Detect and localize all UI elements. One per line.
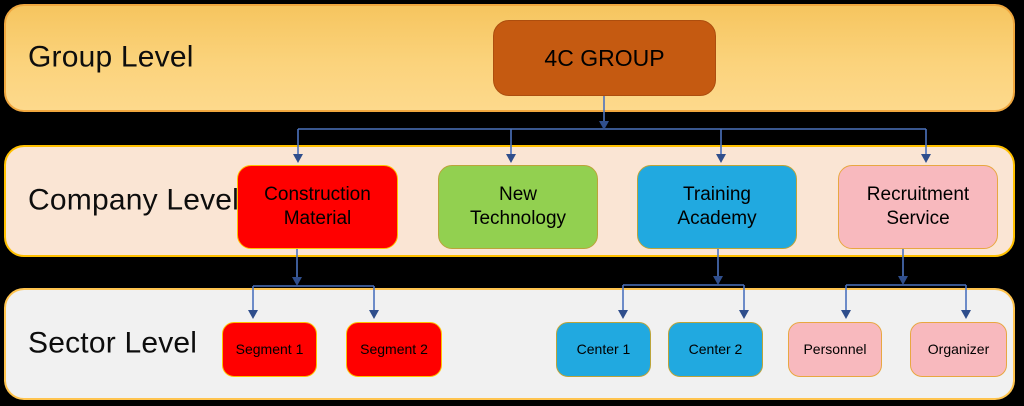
node-segment-1: Segment 1 — [222, 322, 317, 377]
node-recruitment-service: Recruitment Service — [838, 165, 998, 249]
node-label: New Technology — [469, 184, 567, 229]
company-level-label: Company Level — [28, 183, 240, 217]
node-organizer: Organizer — [910, 322, 1007, 377]
node-new-technology: New Technology — [438, 165, 598, 249]
arrowhead — [713, 276, 723, 285]
node-segment-2: Segment 2 — [346, 322, 442, 377]
arrowhead — [292, 277, 302, 286]
node-center-1: Center 1 — [556, 322, 651, 377]
group-level-label: Group Level — [28, 40, 194, 74]
arrowhead — [599, 121, 609, 130]
sector-level-label: Sector Level — [28, 326, 198, 360]
node-label: Segment 1 — [235, 340, 304, 357]
node-label: Training Academy — [677, 184, 757, 229]
node-training-academy: Training Academy — [637, 165, 797, 249]
arrowhead — [898, 276, 908, 285]
node-center-2: Center 2 — [668, 322, 763, 377]
node-label: Segment 2 — [360, 340, 428, 357]
node-label: Personnel — [803, 340, 867, 357]
node-label: Organizer — [927, 340, 990, 357]
node-label: Center 1 — [576, 340, 631, 357]
node-construction-material: Construction Material — [237, 165, 398, 249]
node-label: Construction Material — [264, 184, 371, 229]
node-personnel: Personnel — [788, 322, 882, 377]
node-label: Recruitment Service — [866, 184, 970, 229]
node-4c-group: 4C GROUP — [493, 20, 716, 96]
node-label: 4C GROUP — [544, 44, 665, 71]
node-label: Center 2 — [688, 340, 743, 357]
